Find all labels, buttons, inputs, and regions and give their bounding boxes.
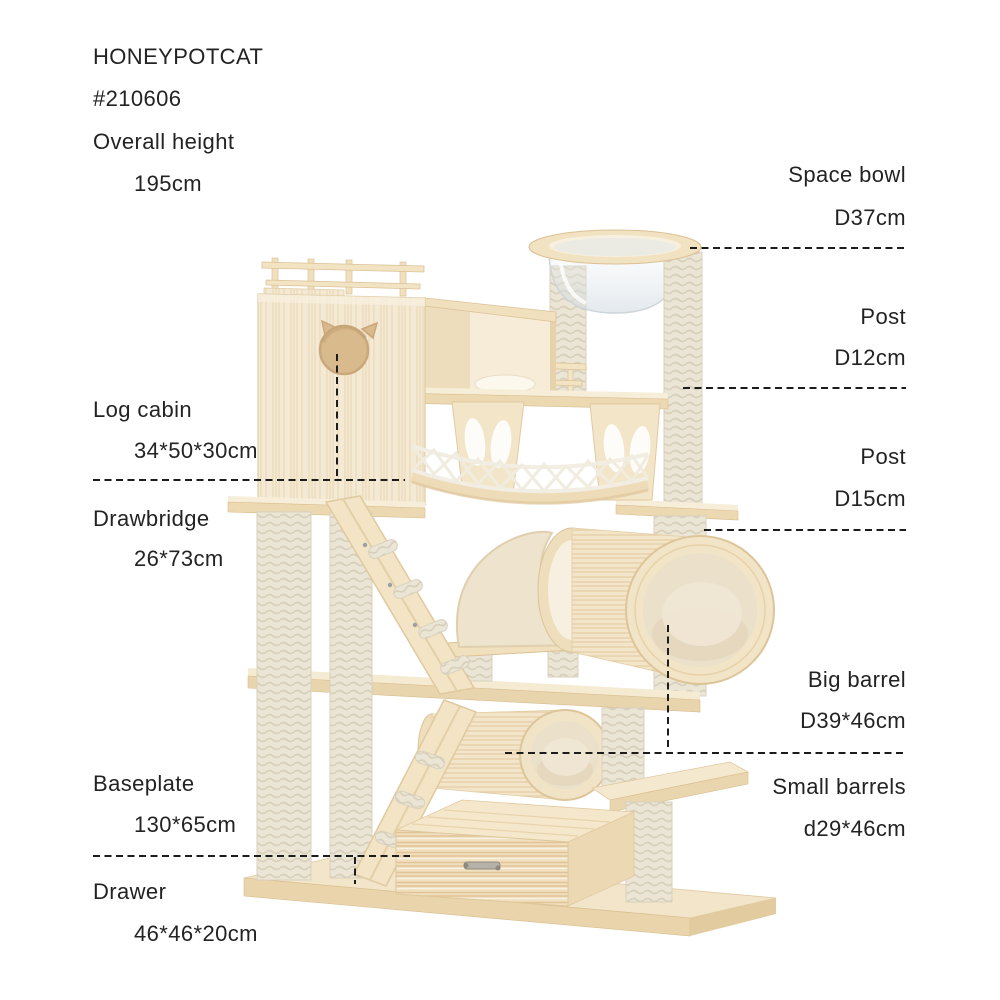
drawbridge xyxy=(409,401,661,505)
brand-name: HONEYPOTCAT xyxy=(93,44,264,69)
value-post-upper: D12cm xyxy=(834,345,906,370)
log-cabin xyxy=(257,257,426,506)
drawer xyxy=(395,799,635,907)
value-space-bowl: D37cm xyxy=(834,205,906,230)
label-log-cabin: Log cabin xyxy=(93,397,193,422)
overall-height-label: Overall height xyxy=(93,129,235,154)
cabin-compartment xyxy=(424,297,557,394)
overall-height-value: 195cm xyxy=(134,171,203,196)
annotation-lines xyxy=(93,247,906,884)
label-small-barrels: Small barrels xyxy=(772,774,906,799)
space-bowl-ring xyxy=(528,229,702,265)
left-posts xyxy=(256,511,373,881)
label-drawer: Drawer xyxy=(93,879,167,904)
ladder-upper xyxy=(324,495,476,695)
label-post-lower: Post xyxy=(860,444,906,469)
value-baseplate: 130*65cm xyxy=(134,812,237,837)
value-small-barrels: d29*46cm xyxy=(803,816,906,841)
big-barrel xyxy=(537,527,775,685)
value-post-lower: D15cm xyxy=(834,486,906,511)
value-drawer: 46*46*20cm xyxy=(134,921,258,946)
ladder-lower xyxy=(352,699,478,887)
value-log-cabin: 34*50*30cm xyxy=(134,438,258,463)
drawer-handle xyxy=(463,861,501,871)
cat-head-hole xyxy=(318,319,379,376)
lower-right-shelf xyxy=(590,707,750,903)
value-drawbridge: 26*73cm xyxy=(134,546,224,571)
post-d12 xyxy=(663,251,703,507)
model-number: #210606 xyxy=(93,86,182,111)
label-big-barrel: Big barrel xyxy=(807,667,906,692)
upper-right-platform xyxy=(615,499,739,521)
label-space-bowl: Space bowl xyxy=(788,162,906,187)
label-post-upper: Post xyxy=(860,304,906,329)
label-drawbridge: Drawbridge xyxy=(93,506,210,531)
label-baseplate: Baseplate xyxy=(93,771,195,796)
value-big-barrel: D39*46cm xyxy=(800,708,906,733)
